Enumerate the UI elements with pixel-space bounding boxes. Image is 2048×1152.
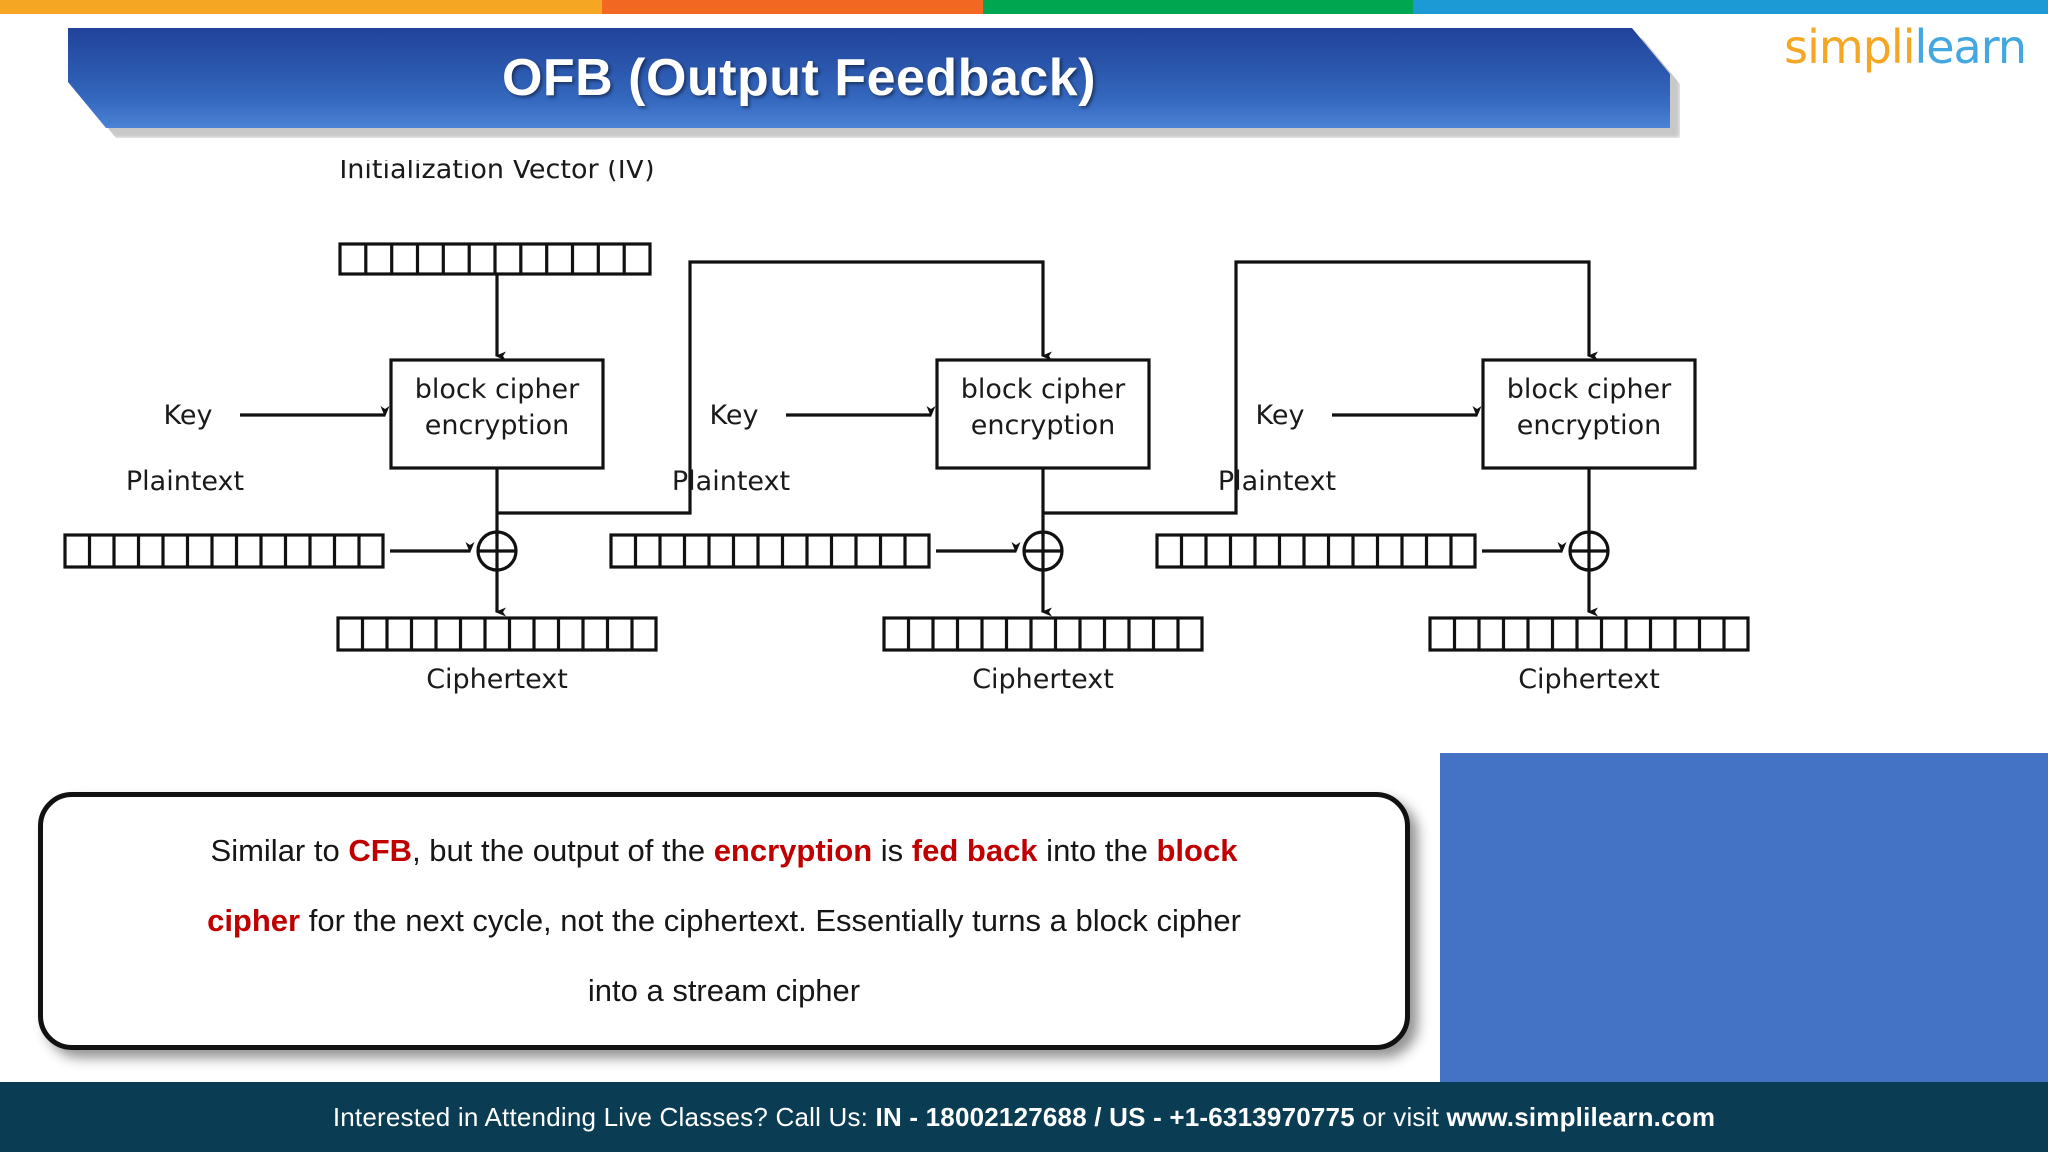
key-label-2: Key xyxy=(710,400,759,431)
ofb-diagram: Initialization Vector (IV) xyxy=(60,160,1800,720)
callout-plain: into a stream cipher xyxy=(587,973,861,1008)
callout-plain: , but the output of the xyxy=(412,833,714,868)
accent-segment-orange xyxy=(602,0,984,14)
callout-plain: Similar to xyxy=(210,833,349,868)
callout-highlight: fed back xyxy=(911,833,1038,868)
footer-website: www.simplilearn.com xyxy=(1446,1101,1716,1132)
plaintext-bar-2 xyxy=(609,533,931,569)
ciphertext-label-1: Ciphertext xyxy=(426,664,568,695)
callout-highlight: cipher xyxy=(207,903,301,938)
ciphertext-bar-2 xyxy=(882,616,1204,652)
callout-line-3: into a stream cipher xyxy=(77,956,1371,1026)
simplilearn-logo: simplilearn xyxy=(1784,24,2027,70)
logo-text-simpl: simpl xyxy=(1784,20,1904,74)
callout-highlight: CFB xyxy=(348,833,413,868)
description-callout: Similar to CFB, but the output of the en… xyxy=(38,792,1410,1050)
feedback-path-2 xyxy=(1043,260,1598,515)
ciphertext-label-3: Ciphertext xyxy=(1518,664,1660,695)
blue-side-panel xyxy=(1440,753,2048,1082)
xor-gate-1 xyxy=(476,530,518,572)
callout-plain: for the next cycle, not the ciphertext. … xyxy=(300,903,1241,938)
callout-line-1: Similar to CFB, but the output of the en… xyxy=(77,816,1371,886)
top-accent-bar xyxy=(0,0,2048,14)
plaintext-label-2: Plaintext xyxy=(672,466,790,497)
callout-plain: into the xyxy=(1037,833,1157,868)
accent-segment-blue xyxy=(1413,0,2048,14)
footer-middle: or visit xyxy=(1354,1101,1447,1132)
xor-gate-3 xyxy=(1568,530,1610,572)
footer-phones: IN - 18002127688 / US - +1-6313970775 xyxy=(875,1101,1355,1132)
callout-highlight: block xyxy=(1156,833,1238,868)
accent-segment-green xyxy=(983,0,1414,14)
block-cipher-label-1-line1: block cipher xyxy=(415,374,580,405)
logo-text-learn: learn xyxy=(1914,20,2027,74)
feedback-path-1 xyxy=(497,260,1052,515)
block-cipher-label-2-line2: encryption xyxy=(971,410,1116,441)
iv-label: Initialization Vector (IV) xyxy=(339,160,654,185)
ciphertext-bar-1 xyxy=(336,616,658,652)
callout-highlight: encryption xyxy=(713,833,873,868)
plaintext-bar-1 xyxy=(63,533,385,569)
key-label-3: Key xyxy=(1256,400,1305,431)
callout-plain: is xyxy=(872,833,912,868)
logo-text-i: i xyxy=(1902,20,1916,74)
accent-segment-amber xyxy=(0,0,603,14)
ciphertext-bar-3 xyxy=(1428,616,1750,652)
plaintext-label-3: Plaintext xyxy=(1218,466,1336,497)
block-cipher-label-2-line1: block cipher xyxy=(961,374,1126,405)
key-label-1: Key xyxy=(164,400,213,431)
iv-bar xyxy=(338,242,652,276)
title-banner: OFB (Output Feedback) xyxy=(68,28,1680,138)
block-cipher-label-1-line2: encryption xyxy=(425,410,570,441)
plaintext-bar-3 xyxy=(1155,533,1477,569)
ciphertext-label-2: Ciphertext xyxy=(972,664,1114,695)
block-cipher-label-3-line1: block cipher xyxy=(1507,374,1672,405)
block-cipher-label-3-line2: encryption xyxy=(1517,410,1662,441)
title-banner-body: OFB (Output Feedback) xyxy=(68,28,1670,128)
xor-gate-2 xyxy=(1022,530,1064,572)
plaintext-label-1: Plaintext xyxy=(126,466,244,497)
callout-line-2: cipher for the next cycle, not the ciphe… xyxy=(77,886,1371,956)
page-title: OFB (Output Feedback) xyxy=(501,49,1097,107)
footer-prefix: Interested in Attending Live Classes? Ca… xyxy=(332,1101,876,1132)
footer-bar: Interested in Attending Live Classes? Ca… xyxy=(0,1082,2048,1152)
footer-contact-text: Interested in Attending Live Classes? Ca… xyxy=(333,1102,1715,1133)
